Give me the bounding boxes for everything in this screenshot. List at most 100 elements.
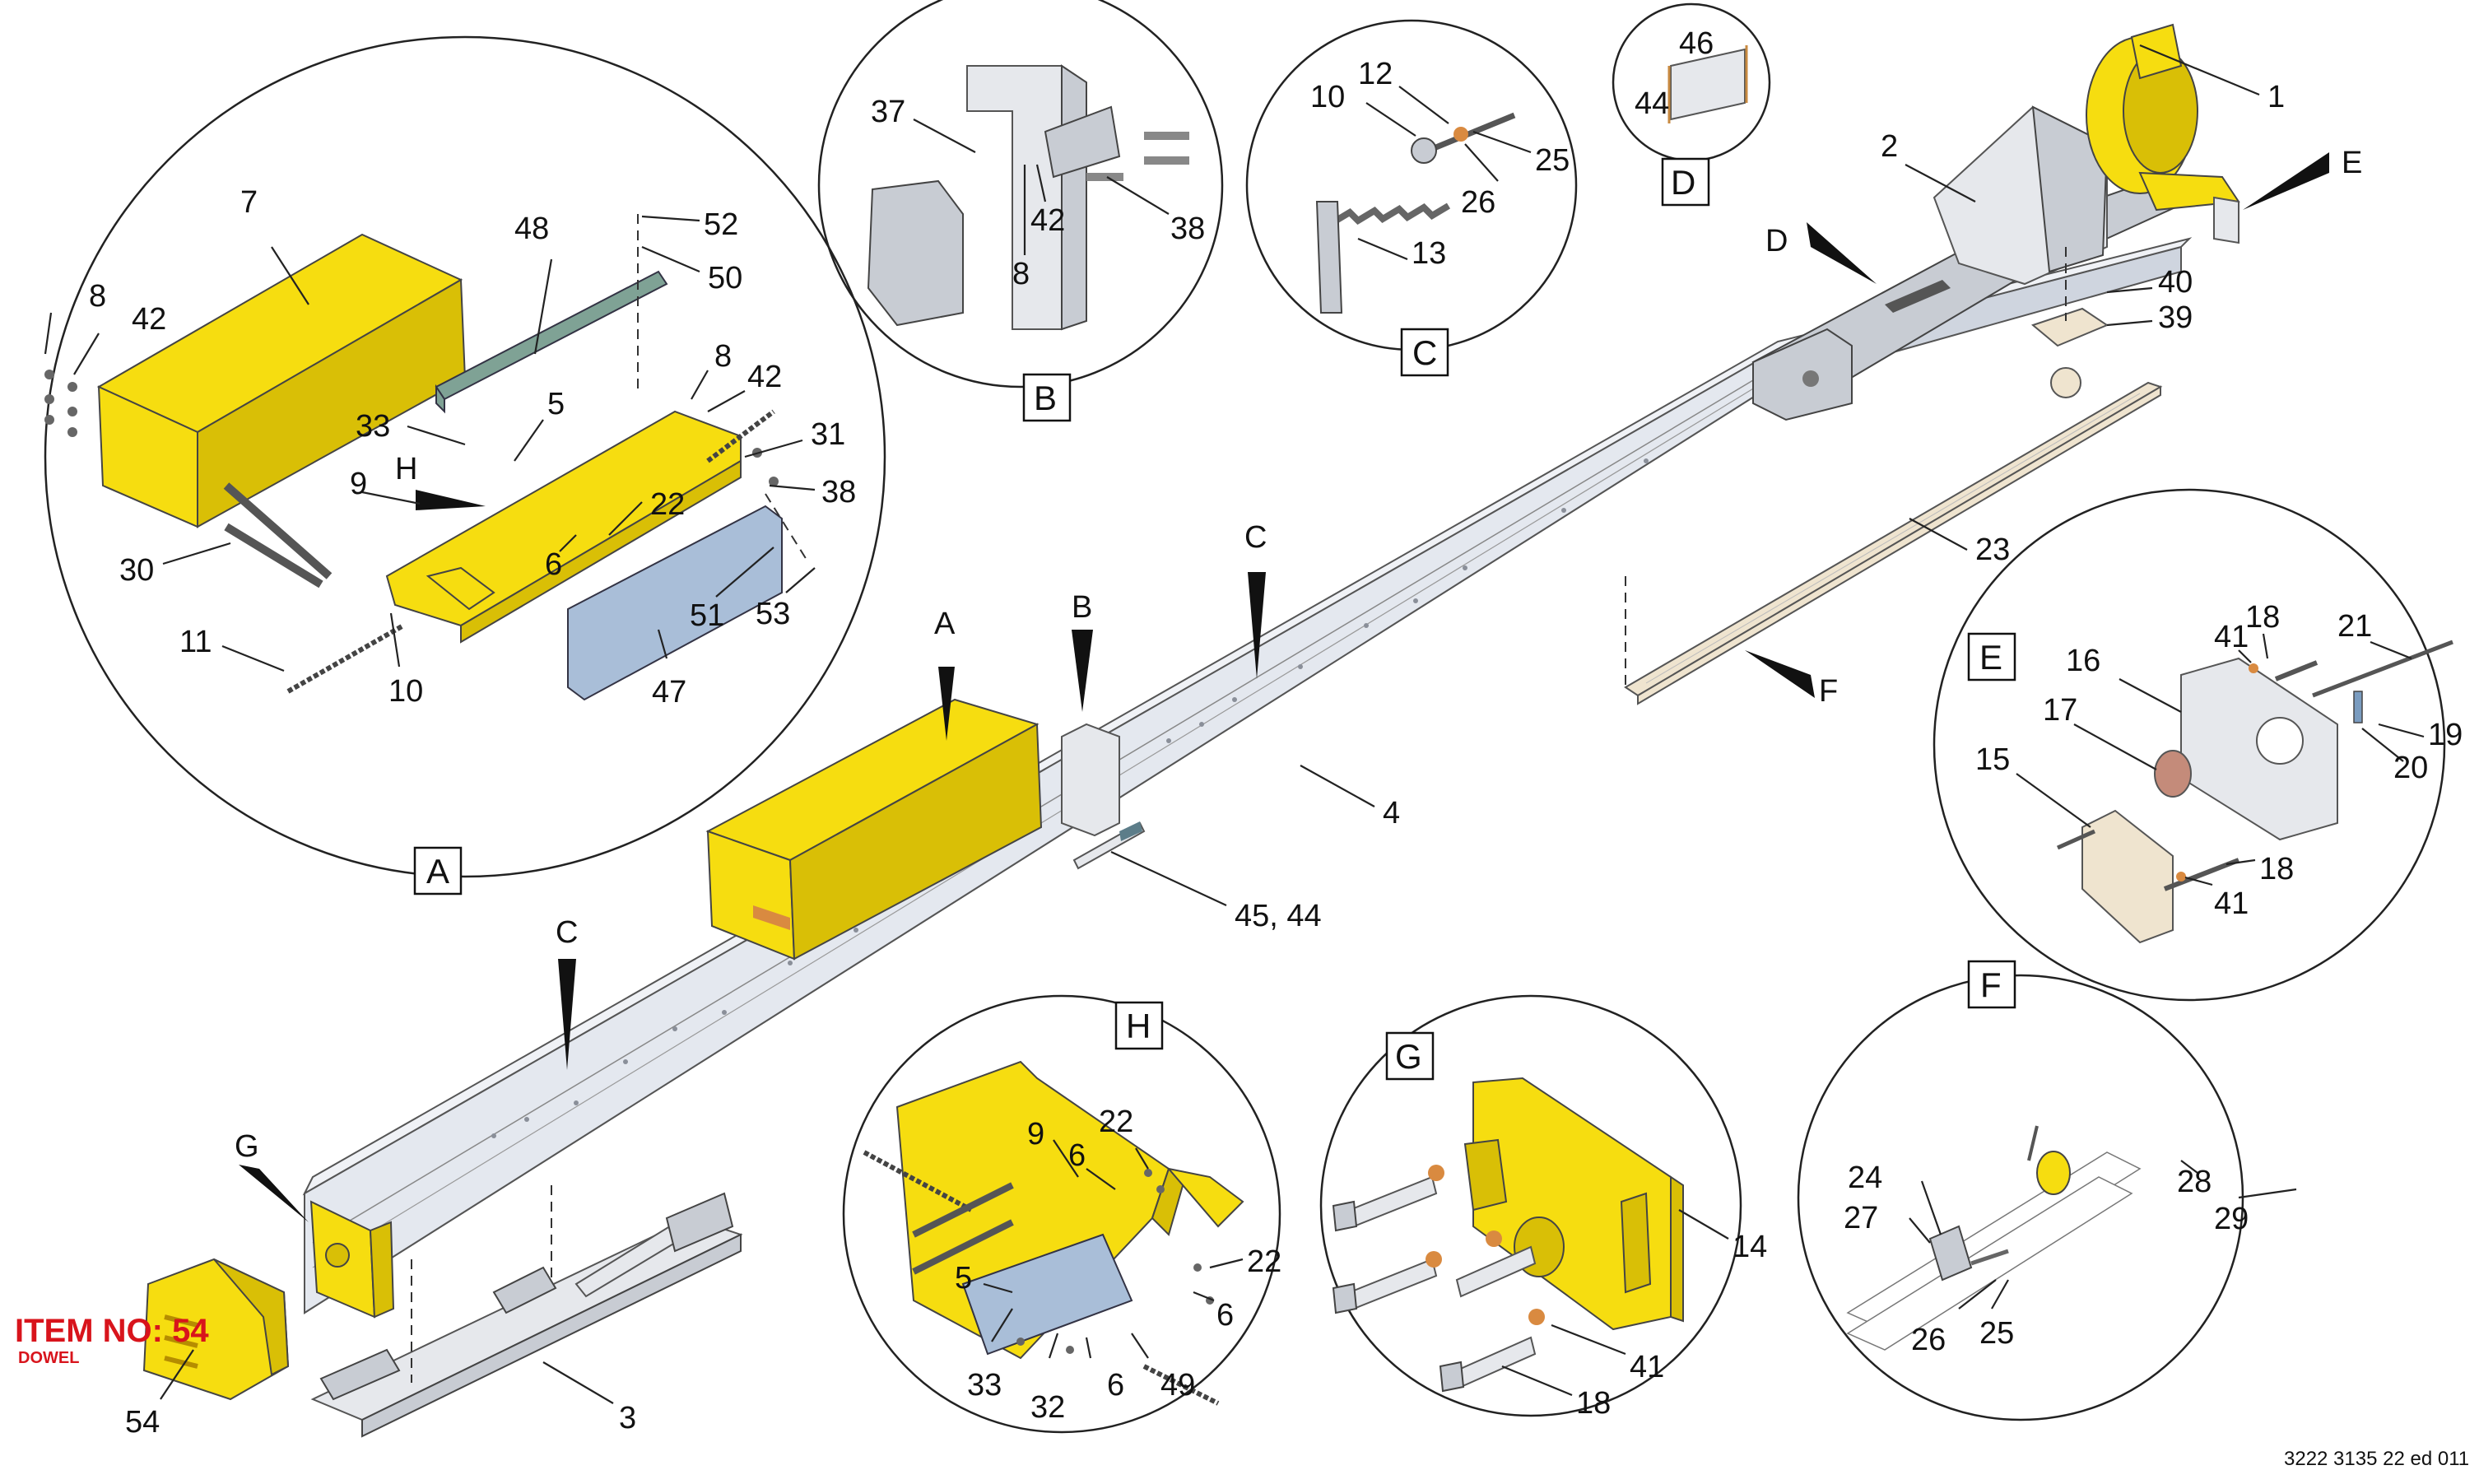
flag-g-arrow	[239, 1165, 309, 1222]
detail-d-box	[1661, 157, 1710, 207]
winch-spool-part-1	[2086, 23, 2240, 244]
detail-a-52: 52	[704, 207, 738, 242]
flag-a-arrow	[938, 667, 955, 741]
callout-4: 4	[1383, 796, 1400, 830]
detail-h-22b: 22	[1247, 1244, 1281, 1279]
detail-e-box	[1967, 632, 2016, 682]
detail-f-27: 27	[1844, 1201, 1878, 1235]
detail-c-title: C	[1412, 333, 1437, 372]
detail-e-19: 19	[2428, 718, 2463, 752]
detail-f-title: F	[1980, 965, 2002, 1004]
detail-h-5: 5	[955, 1261, 972, 1296]
detail-d-46: 46	[1679, 26, 1714, 61]
detail-f-28: 28	[2177, 1165, 2212, 1199]
callout-40: 40	[2158, 265, 2193, 300]
detail-h-box	[1114, 1001, 1164, 1050]
detail-e	[1933, 488, 2453, 1002]
detail-f-26: 26	[1911, 1323, 1946, 1357]
flag-a-label: A	[934, 607, 956, 641]
detail-h-22: 22	[1099, 1105, 1133, 1139]
detail-a-50: 50	[708, 261, 742, 295]
callout-45-44: 45, 44	[1235, 899, 1322, 933]
callout-2: 2	[1881, 129, 1898, 164]
callout-54: 54	[125, 1405, 160, 1440]
callout-39: 39	[2158, 300, 2193, 335]
detail-a-42b: 42	[747, 360, 782, 394]
detail-f-29: 29	[2214, 1202, 2249, 1236]
detail-f-25: 25	[1979, 1316, 2014, 1351]
detail-h-6: 6	[1068, 1138, 1086, 1173]
callout-1: 1	[2267, 80, 2285, 114]
detail-a-53: 53	[756, 597, 790, 631]
flag-h-arrow	[416, 490, 486, 510]
detail-d-title: D	[1671, 163, 1695, 202]
callout-3: 3	[619, 1401, 636, 1435]
detail-c-25: 25	[1535, 143, 1570, 178]
detail-b	[817, 0, 1224, 388]
detail-e-41: 41	[2214, 620, 2249, 654]
detail-a-42: 42	[132, 302, 166, 337]
detail-c-box	[1400, 328, 1449, 377]
flag-c2-arrow	[558, 959, 576, 1070]
flag-arrows	[239, 152, 2329, 1222]
detail-a	[44, 35, 886, 878]
detail-g-box	[1385, 1031, 1435, 1081]
main-beam	[302, 237, 2193, 1314]
item-note-heading: ITEM NO: 54	[15, 1313, 209, 1349]
detail-g-14: 14	[1733, 1230, 1767, 1264]
detail-a-9: 9	[350, 467, 367, 501]
detail-f	[1797, 974, 2244, 1421]
beam-end-plate	[309, 1200, 395, 1319]
detail-g-41: 41	[1630, 1350, 1664, 1384]
detail-g-title: G	[1395, 1037, 1422, 1076]
detail-g-18: 18	[1576, 1386, 1611, 1421]
detail-h-32: 32	[1030, 1390, 1065, 1425]
flag-d-label: D	[1765, 224, 1788, 258]
flag-c1-arrow	[1248, 572, 1266, 679]
housing-part-a	[705, 698, 1043, 961]
flag-e-arrow	[2243, 152, 2329, 210]
detail-a-47: 47	[652, 675, 686, 709]
flag-b-label: B	[1072, 590, 1092, 625]
rail-part-23	[1624, 381, 2163, 705]
detail-c-26: 26	[1461, 185, 1495, 220]
detail-c-13: 13	[1412, 236, 1446, 271]
detail-a-5: 5	[547, 387, 565, 421]
detail-d	[1612, 2, 1771, 162]
detail-a-51: 51	[690, 598, 724, 633]
detail-h-9: 9	[1027, 1117, 1044, 1151]
detail-a-10: 10	[388, 674, 423, 709]
detail-e-title: E	[1979, 638, 2002, 677]
detail-h-title: H	[1126, 1007, 1151, 1045]
detail-h-33: 33	[967, 1368, 1002, 1403]
detail-h-6c: 6	[1107, 1368, 1124, 1403]
bracket-part-b	[1061, 723, 1120, 837]
detail-e-20: 20	[2393, 751, 2428, 785]
detail-f-24: 24	[1848, 1161, 1882, 1195]
drive-head-part-2	[1751, 105, 2208, 421]
detail-b-38: 38	[1170, 212, 1205, 246]
detail-e-18: 18	[2245, 600, 2280, 635]
flag-d-arrow	[1807, 222, 1877, 284]
detail-e-18b: 18	[2259, 852, 2294, 886]
drawing-reference: 3222 3135 22 ed 011	[2284, 1448, 2469, 1470]
callout-23: 23	[1975, 533, 2010, 567]
detail-h	[842, 994, 1281, 1434]
detail-h-6b: 6	[1216, 1298, 1234, 1333]
detail-a-48: 48	[514, 212, 549, 246]
detail-a-7: 7	[240, 185, 258, 220]
detail-a-8: 8	[89, 279, 106, 314]
detail-e-17: 17	[2043, 693, 2077, 728]
detail-c	[1245, 19, 1578, 351]
item-note-sub: DOWEL	[18, 1349, 79, 1367]
flag-h-label: H	[395, 452, 417, 486]
flag-c2-label: C	[556, 915, 578, 950]
detail-c-12: 12	[1358, 57, 1393, 91]
detail-f-box	[1967, 960, 2016, 1009]
detail-a-title: A	[426, 852, 449, 891]
detail-e-41b: 41	[2214, 886, 2249, 921]
flag-g-label: G	[235, 1129, 259, 1164]
detail-a-38: 38	[821, 475, 856, 509]
